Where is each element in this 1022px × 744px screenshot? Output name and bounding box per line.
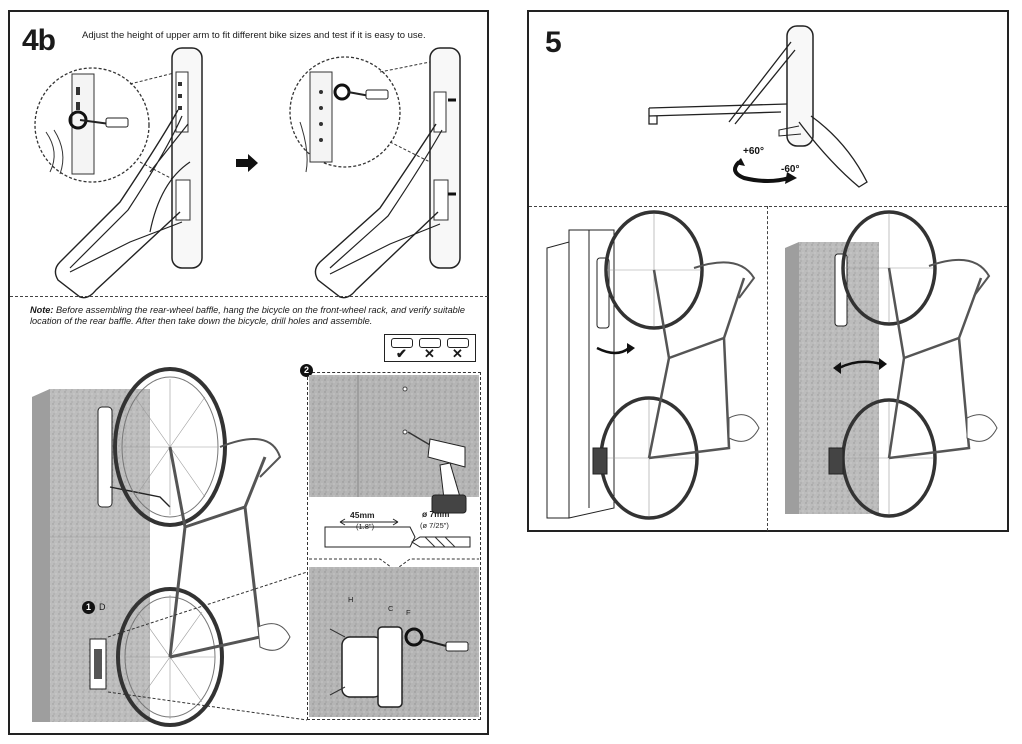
step-5-panel: 5 +60° -60° [527,10,1009,532]
step-4b-instruction: Adjust the height of upper arm to fit di… [82,30,426,41]
step-number-4b: 4b [22,24,56,57]
cross-icon: ✕ [424,346,435,361]
arrow-right-icon [236,154,258,172]
distance-in-label: (1.8") [356,522,375,531]
drilling-detail-illustration: 45mm (1.8") ø 7mm (ø 7/25") H C F [309,375,479,717]
part-label-f: F [406,608,411,617]
slot-wrong-2 [447,338,469,348]
step-4b-panel: 4b Adjust the height of upper arm to fit… [8,10,489,735]
distance-mm-label: 45mm [350,510,375,520]
cross-icon: ✕ [452,346,463,361]
drill-icon [407,431,467,514]
note-text: Before assembling the rear-wheel baffle,… [30,305,465,326]
arm-rotation-illustration: +60° -60° [648,25,868,188]
angle-negative-label: -60° [781,164,799,175]
part-label-c: C [388,604,394,613]
drill-mm-label: ø 7mm [422,509,450,519]
bike-swing-right-illustration [785,210,998,518]
section-divider-5 [529,206,1007,207]
step-number-5: 5 [545,26,562,59]
callout-2-badge: 2 [300,364,313,377]
position-check-legend: ✔ ✕ ✕ [384,334,476,362]
bike-on-wall-illustration [32,367,291,727]
note-prefix: Note: [30,305,54,315]
check-icon: ✔ [396,346,407,361]
part-label-h: H [348,595,353,604]
part-label-d: D [99,602,106,612]
drilling-detail-box [307,372,481,720]
section-divider [10,296,488,297]
upper-arm-adjust-illustration [34,47,461,299]
rotate-arrow-icon [733,158,797,184]
angle-positive-label: +60° [743,146,764,157]
callout-1-badge: 1 [82,601,95,614]
bike-swing-left-illustration [546,210,760,520]
slot-wrong-1 [419,338,441,348]
section-divider-5-vertical [767,206,768,531]
drill-in-label: (ø 7/25") [420,521,449,530]
slot-correct [391,338,413,348]
assembly-note: Note: Before assembling the rear-wheel b… [30,305,480,327]
